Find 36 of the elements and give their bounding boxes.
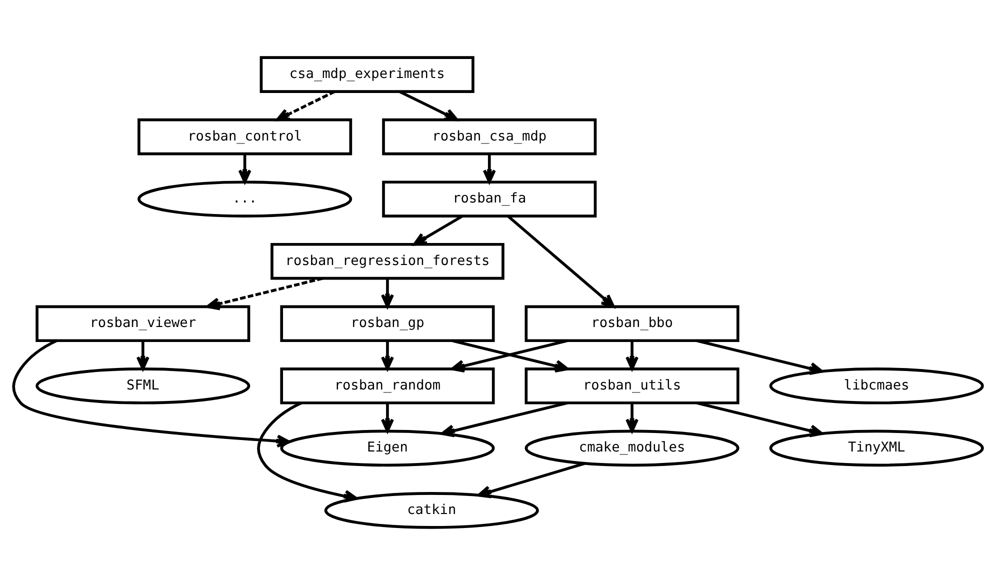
- node-box: csa_mdp_experiments: [259, 56, 474, 93]
- arrow: [398, 90, 458, 122]
- node-ellipse: cmake_modules: [524, 430, 739, 467]
- arrow: [440, 402, 567, 438]
- node-box: rosban_bbo: [524, 305, 739, 342]
- arrow: [506, 215, 614, 308]
- node-ellipse: catkin: [324, 492, 538, 529]
- node-ellipse: TinyXML: [768, 430, 984, 467]
- arrow: [696, 339, 823, 375]
- node-ellipse: libcmaes: [768, 368, 984, 404]
- node-ellipse: ...: [137, 180, 352, 218]
- arrow: [380, 340, 394, 370]
- arrow: [412, 215, 462, 246]
- node-box: rosban_fa: [382, 180, 596, 218]
- node-ellipse: SFML: [35, 368, 250, 404]
- arrow: [625, 340, 638, 370]
- arrow: [625, 403, 638, 432]
- arrow: [696, 402, 823, 438]
- arrow: [12, 339, 290, 448]
- node-box: rosban_random: [280, 368, 494, 404]
- node-box: rosban_csa_mdp: [382, 118, 596, 156]
- arrow: [238, 154, 251, 184]
- node-box: rosban_regression_forests: [270, 242, 504, 280]
- arrow: [256, 402, 358, 503]
- arrow: [276, 90, 335, 122]
- arrow: [482, 154, 496, 184]
- node-box: rosban_gp: [280, 305, 494, 342]
- node-ellipse: Eigen: [280, 430, 494, 467]
- arrow: [476, 462, 584, 498]
- node-box: rosban_viewer: [35, 305, 250, 342]
- arrow: [380, 278, 394, 308]
- arrow: [136, 340, 149, 370]
- arrow: [206, 277, 322, 310]
- node-box: rosban_utils: [524, 368, 739, 404]
- node-box: rosban_control: [137, 118, 352, 156]
- arrow: [380, 403, 394, 432]
